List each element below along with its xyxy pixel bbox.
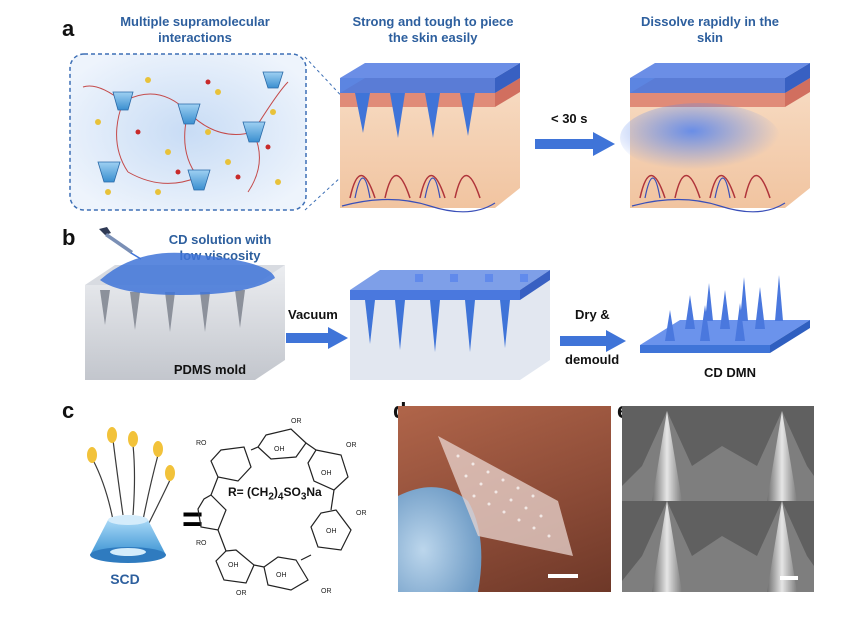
r-group-sub-3: 3 [300, 491, 307, 503]
skin-block-insertion [340, 63, 520, 213]
r-group-sub-1: 2 [268, 491, 274, 503]
caption-strong-tough: Strong and tough to piece the skin easil… [352, 14, 514, 45]
cd-dmn-illustration [640, 275, 810, 353]
r-group-formula: R= (CH2)4SO3Na [228, 485, 322, 502]
arrow-dry-demould [560, 330, 626, 352]
filled-mold-illustration [350, 270, 550, 380]
svg-text:RO: RO [196, 440, 207, 447]
svg-text:OR: OR [291, 418, 302, 425]
arrow-label-dry: Dry & [575, 307, 610, 322]
skin-block-dissolved [620, 63, 810, 213]
svg-text:OH: OH [276, 572, 287, 579]
caption-supramolecular-interactions: Multiple supramolecular interactions [120, 14, 270, 45]
r-group-sub-2: 4 [277, 491, 284, 503]
r-group-mid: ) [273, 485, 278, 499]
panel-a-letter: a [62, 16, 75, 41]
microneedle-photo-art [398, 436, 573, 592]
arrow-label-vacuum: Vacuum [288, 307, 338, 322]
panel-c-letter: c [62, 398, 75, 423]
svg-text:OH: OH [274, 446, 285, 453]
supramolecular-network-illustration [69, 53, 307, 211]
svg-text:OR: OR [356, 510, 367, 517]
scale-bar-e [780, 576, 798, 580]
microneedle-photo [398, 406, 611, 592]
svg-text:OH: OH [321, 470, 332, 477]
svg-text:RO: RO [196, 540, 207, 547]
r-group-end: Na [306, 485, 322, 499]
cyclodextrin-structure: RO OR OR OR OR OR RO OH OH OH OH OH [196, 418, 367, 595]
r-group-prefix: R= (CH [228, 485, 269, 499]
panel-b-letter: b [62, 225, 76, 250]
svg-text:OH: OH [326, 528, 337, 535]
scale-bar-d [548, 574, 578, 578]
arrow-label-time: < 30 s [551, 111, 588, 126]
sem-image-art [622, 406, 814, 592]
scd-cone-illustration [87, 427, 175, 563]
arrow-vacuum [286, 327, 348, 349]
pdms-mold-illustration [85, 252, 285, 380]
arrow-panel-a [535, 132, 615, 156]
pdms-mold-label: PDMS mold [173, 362, 247, 377]
svg-text:OR: OR [236, 590, 247, 595]
r-group-suffix: SO [283, 485, 301, 499]
sem-image [622, 406, 814, 592]
scd-label: SCD [110, 571, 140, 587]
caption-dissolve-rapidly: Dissolve rapidly in the skin [641, 14, 779, 45]
svg-text:OR: OR [321, 588, 332, 595]
svg-text:OR: OR [346, 442, 357, 449]
arrow-label-demould: demould [565, 352, 620, 367]
cd-dmn-label: CD DMN [704, 365, 756, 380]
svg-text:OH: OH [228, 562, 239, 569]
